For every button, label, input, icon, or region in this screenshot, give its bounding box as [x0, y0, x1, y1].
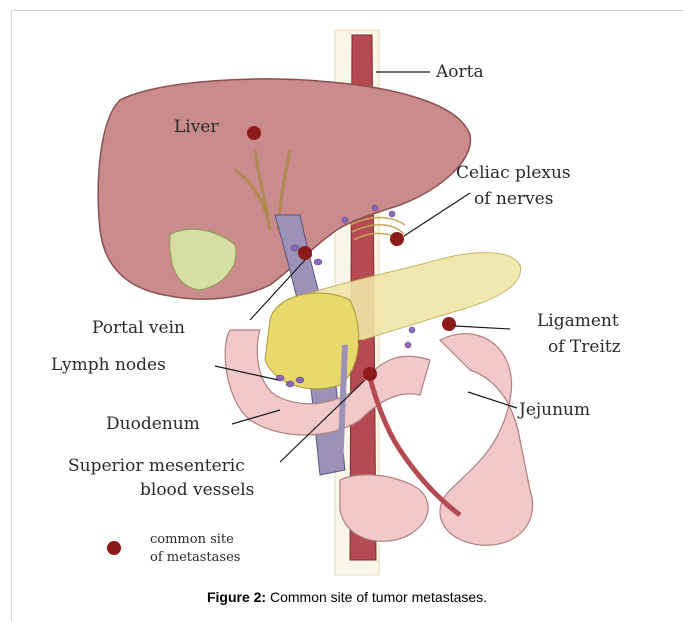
legend-line2: of metastases	[150, 550, 240, 566]
small-intestine	[340, 475, 428, 541]
label-jejunum: Jejunum	[519, 400, 590, 420]
label-ligament: Ligament	[537, 311, 619, 331]
label-liver: Liver	[174, 117, 219, 137]
label-aorta: Aorta	[436, 62, 484, 82]
label-celiac-plexus-line2: of nerves	[474, 189, 553, 209]
marker-ligament	[442, 317, 456, 331]
marker-sma	[363, 367, 377, 381]
label-celiac-plexus: Celiac plexus	[456, 163, 571, 183]
jejunum	[440, 334, 533, 545]
label-duodenum: Duodenum	[106, 414, 200, 434]
leader-ligament	[455, 326, 510, 329]
caption-prefix: Figure 2:	[207, 589, 266, 605]
label-blood-vessels: blood vessels	[140, 480, 254, 500]
legend-line1: common site	[150, 532, 234, 548]
label-ligament-line2: of Treitz	[548, 337, 621, 357]
figure-caption: Figure 2: Common site of tumor metastase…	[11, 589, 683, 605]
label-lymph-nodes: Lymph nodes	[51, 355, 166, 375]
label-portal-vein: Portal vein	[92, 318, 185, 338]
caption-text: Common site of tumor metastases.	[266, 589, 487, 605]
label-superior-mesenteric: Superior mesenteric	[68, 456, 245, 476]
marker-liver	[247, 126, 261, 140]
legend-marker-icon	[107, 541, 121, 555]
marker-celiac	[390, 232, 404, 246]
marker-portal	[298, 246, 312, 260]
